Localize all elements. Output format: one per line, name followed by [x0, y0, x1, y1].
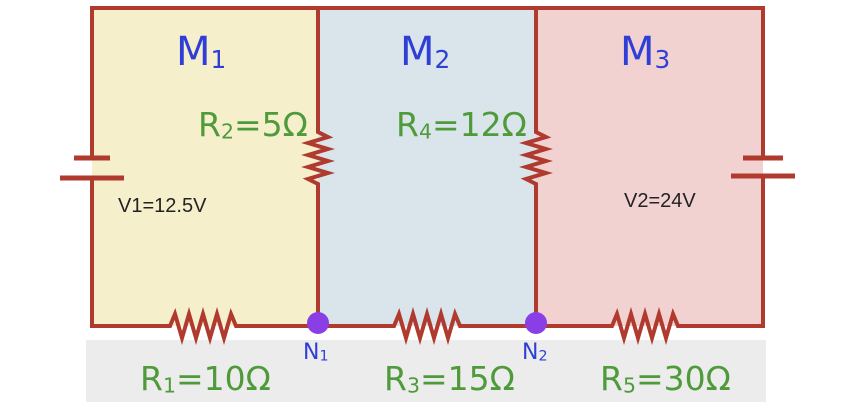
mesh-letter: M [176, 29, 211, 75]
resistor-subscript: 1 [162, 373, 176, 398]
node-n1-dot [307, 312, 329, 334]
mesh-2-region [318, 8, 536, 326]
resistor-value: =30Ω [635, 359, 731, 398]
resistor-label-r1: R1=10Ω [140, 362, 271, 396]
resistor-label-r5: R5=30Ω [600, 362, 731, 396]
mesh-label-m1: M1 [176, 32, 226, 73]
mesh-subscript: 1 [210, 44, 227, 74]
node-subscript: 1 [319, 348, 329, 365]
mesh-3-region [536, 8, 763, 326]
resistor-subscript: 3 [406, 373, 420, 398]
resistor-label-r4: R4=12Ω [396, 108, 527, 142]
resistor-name: R [384, 359, 407, 398]
mesh-letter: M [400, 29, 435, 75]
node-label-n1: N1 [303, 342, 329, 364]
resistor-label-r3: R3=15Ω [384, 362, 515, 396]
resistor-r1-branch [90, 306, 320, 346]
mesh-label-m3: M3 [620, 32, 670, 73]
node-subscript: 2 [538, 348, 548, 365]
resistor-value: =5Ω [233, 105, 308, 144]
resistor-name: R [396, 105, 419, 144]
resistor-subscript: 2 [220, 119, 234, 144]
resistor-value: =12Ω [431, 105, 527, 144]
mesh-letter: M [620, 29, 655, 75]
resistor-r4-branch [519, 6, 553, 328]
mesh-label-m2: M2 [400, 32, 450, 73]
node-label-n2: N2 [522, 342, 548, 364]
resistor-value: =15Ω [419, 359, 515, 398]
resistor-subscript: 4 [418, 119, 432, 144]
node-n2-dot [525, 312, 547, 334]
resistor-name: R [600, 359, 623, 398]
node-letter: N [522, 340, 539, 365]
resistor-value: =10Ω [175, 359, 271, 398]
node-letter: N [303, 340, 320, 365]
resistor-label-r2: R2=5Ω [198, 108, 308, 142]
mesh-subscript: 3 [654, 44, 671, 74]
voltage-label-v1: V1=12.5V [118, 195, 207, 217]
bottom-band [86, 340, 766, 402]
mesh-1-region [92, 8, 318, 326]
voltage-label-v2: V2=24V [624, 190, 696, 212]
resistor-r5-branch [534, 306, 765, 346]
mesh-subscript: 2 [434, 44, 451, 74]
resistor-name: R [198, 105, 221, 144]
resistor-subscript: 5 [622, 373, 636, 398]
resistor-r2-branch [301, 6, 335, 328]
resistor-r3-branch [316, 306, 538, 346]
resistor-name: R [140, 359, 163, 398]
